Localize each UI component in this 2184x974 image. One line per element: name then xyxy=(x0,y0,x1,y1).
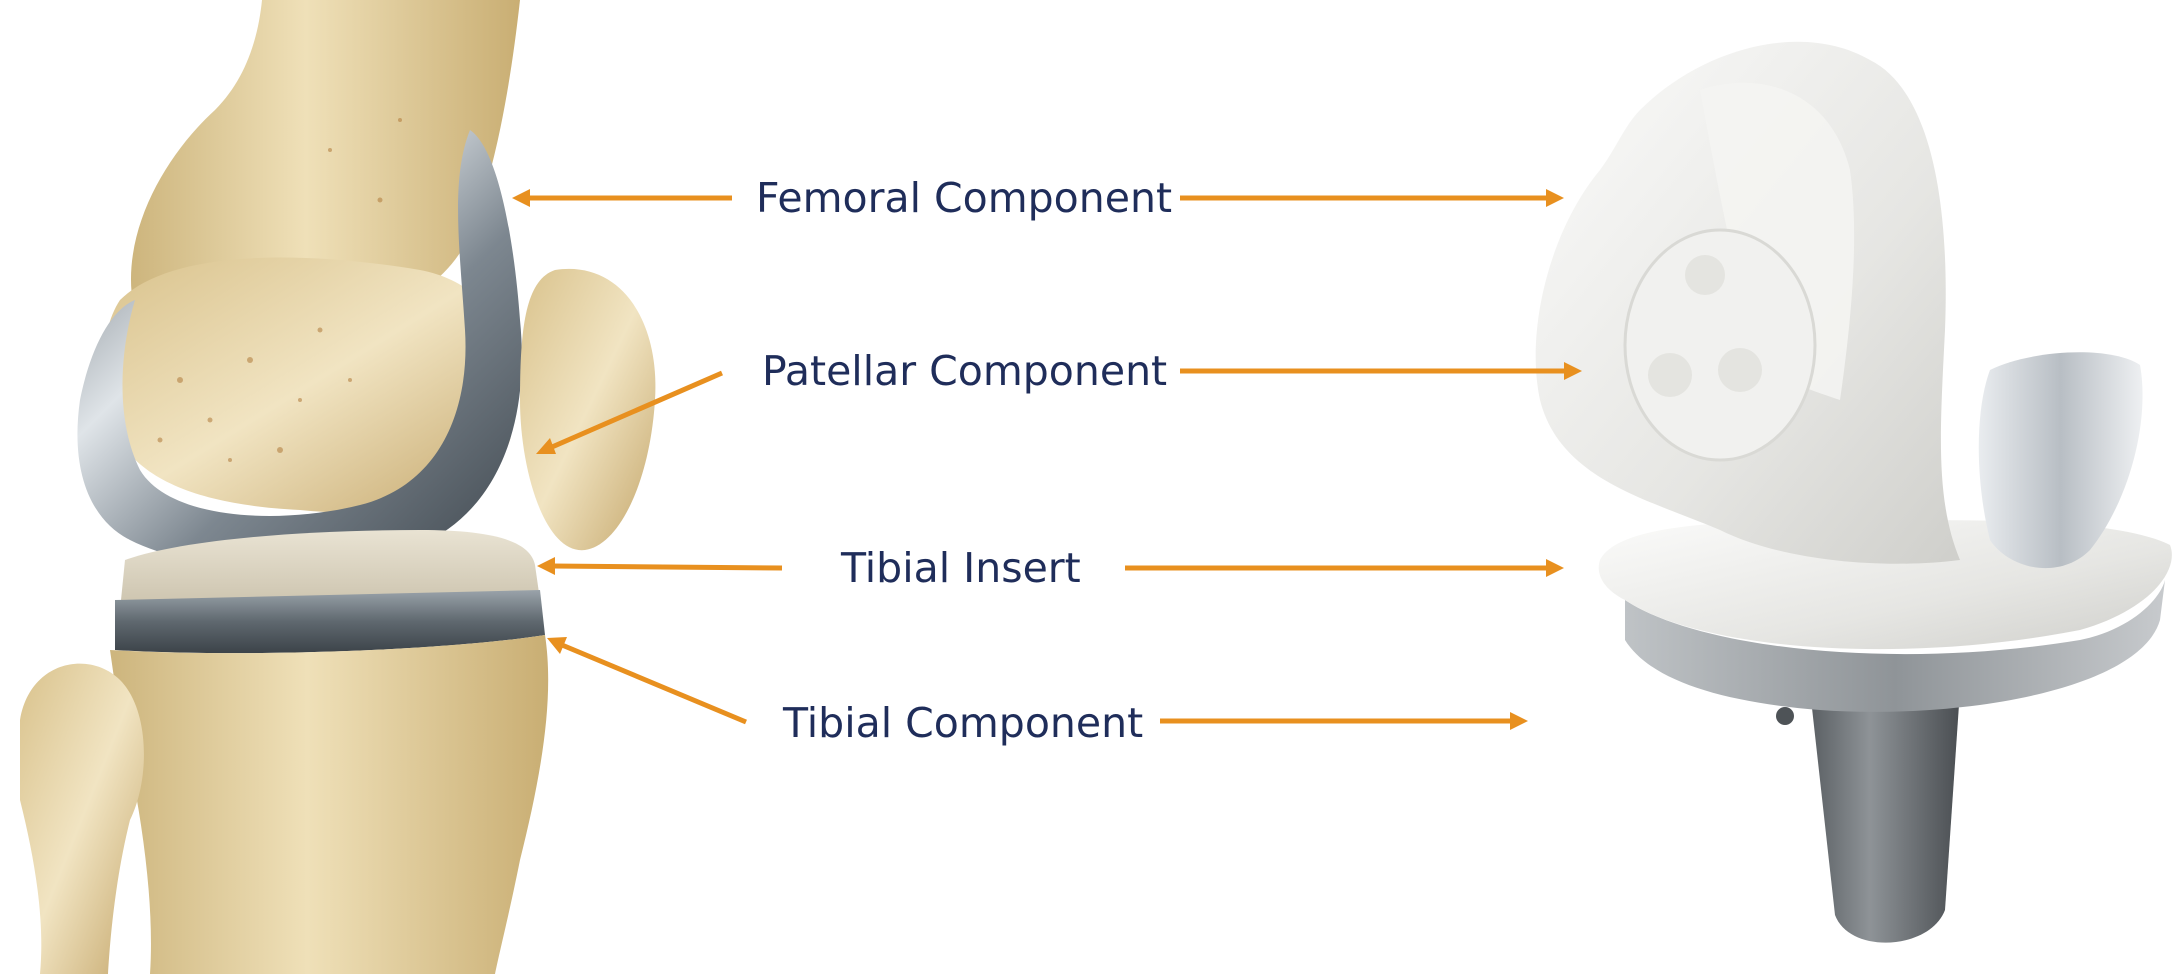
arrow-femoral-right-head xyxy=(1546,189,1564,207)
arrow-femoral-left-head xyxy=(512,189,530,207)
arrow-insert-left-head xyxy=(537,557,555,575)
tibial-stem xyxy=(1810,690,1960,943)
arrow-insert-right-head xyxy=(1546,559,1564,577)
patella-peg-2 xyxy=(1718,348,1762,392)
arrow-tibial-right-head xyxy=(1510,712,1528,730)
arrow-insert-left xyxy=(552,566,782,568)
label-tibial-insert: Tibial Insert xyxy=(841,548,1081,589)
arrow-tibial-left xyxy=(562,645,746,722)
tibia-bone xyxy=(110,635,548,974)
pointer-arrows xyxy=(512,189,1582,730)
patella-peg-1 xyxy=(1648,353,1692,397)
fibula-bone xyxy=(20,664,144,974)
label-femoral-component: Femoral Component xyxy=(756,178,1172,219)
patella-peg-3 xyxy=(1685,255,1725,295)
left-knee-illustration xyxy=(20,0,655,974)
label-tibial-component: Tibial Component xyxy=(783,703,1143,744)
baseplate-screw xyxy=(1776,707,1794,725)
right-implant-photo xyxy=(1536,42,2172,943)
label-patellar-component: Patellar Component xyxy=(762,351,1167,392)
